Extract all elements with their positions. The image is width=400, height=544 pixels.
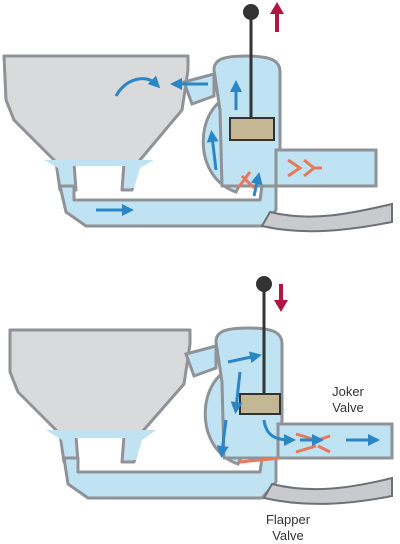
- flapper-valve: [239, 456, 281, 464]
- base-channel: [58, 184, 278, 228]
- flapper-label-line2: Valve: [272, 528, 304, 543]
- bowl-water: [44, 160, 154, 188]
- toilet-bowl: [8, 328, 192, 464]
- flow-arrow-icon: [96, 75, 263, 216]
- bowl-water: [46, 430, 156, 460]
- discharge-pipe: [276, 422, 394, 460]
- piston: [239, 393, 281, 415]
- pump-up-stroke-panel: [2, 2, 393, 233]
- toilet-bowl: [2, 54, 190, 192]
- flapper-valve-label: Flapper Valve: [256, 512, 320, 544]
- piston: [229, 117, 275, 141]
- flow-arrow-icon: [216, 351, 380, 458]
- pump-handle-knob: [256, 276, 272, 292]
- rinse-pipe: [184, 344, 218, 378]
- joker-label-line1: Joker: [332, 384, 364, 399]
- arrow-up-icon: [270, 2, 284, 32]
- joker-valve: [287, 158, 322, 178]
- outlet-hose: [262, 476, 393, 505]
- pump-down-stroke-panel: [8, 276, 394, 505]
- rinse-pipe: [182, 72, 216, 106]
- flapper-valve: [236, 171, 256, 190]
- flapper-label-line1: Flapper: [265, 512, 311, 527]
- base-channel: [62, 456, 278, 500]
- pump-handle-knob: [243, 4, 259, 20]
- discharge-pipe: [274, 148, 378, 188]
- joker-label-line2: Valve: [332, 400, 364, 415]
- joker-valve-label: Joker Valve: [316, 384, 380, 416]
- outlet-hose: [260, 202, 393, 233]
- joker-valve: [295, 432, 331, 454]
- arrow-down-icon: [274, 284, 288, 312]
